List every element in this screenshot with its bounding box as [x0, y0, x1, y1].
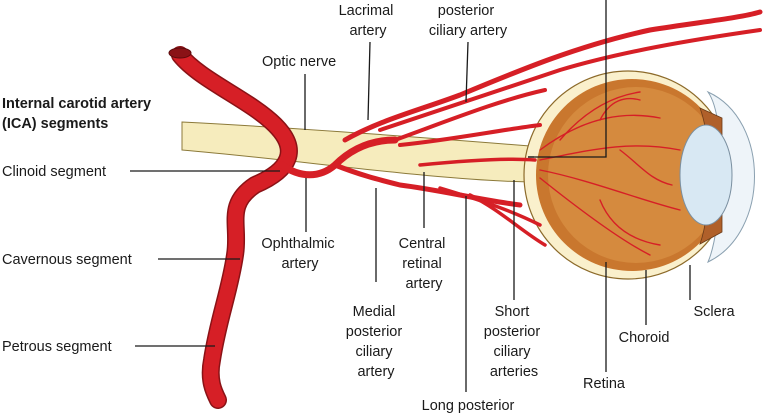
label-posterior-ciliary-artery: posterior ciliary artery [429, 3, 508, 39]
ica-heading: Internal carotid artery [2, 96, 151, 112]
label-ophthalmic-artery: Ophthalmic artery [261, 236, 338, 272]
label-central-retinal-artery: Central retinal artery [399, 236, 450, 292]
label-sclera: Sclera [693, 304, 735, 320]
label-medial-posterior-ciliary-artery: Medial posterior ciliary artery [346, 304, 406, 380]
label-retina: Retina [583, 376, 626, 392]
label-choroid: Choroid [619, 330, 670, 346]
label-petrous-segment: Petrous segment [2, 339, 112, 355]
lacrimal-artery-branch [342, 9, 763, 143]
label-long-posterior: Long posterior [422, 398, 515, 414]
lens [679, 124, 733, 226]
eyeball [523, 70, 755, 280]
label-cavernous-segment: Cavernous segment [2, 252, 132, 268]
ica-cut-end [168, 47, 192, 59]
leader-lines [130, 0, 691, 392]
label-lacrimal-artery: Lacrimal artery [339, 3, 398, 39]
label-clinoid-segment: Clinoid segment [2, 164, 106, 180]
ica-heading-line2: (ICA) segments [2, 116, 108, 132]
internal-carotid-artery [168, 46, 298, 409]
posterior-ciliary-branches [393, 88, 547, 247]
retinal-vessels [539, 91, 681, 256]
label-optic-nerve: Optic nerve [262, 54, 336, 70]
label-short-posterior-ciliary-arteries: Short posterior ciliary arteries [484, 304, 544, 380]
ophthalmic-artery [278, 136, 523, 208]
